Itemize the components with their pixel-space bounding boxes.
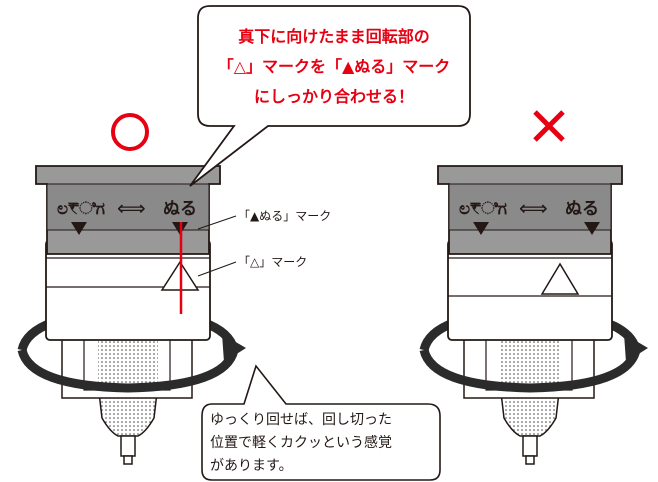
bottom-callout-line-1: ゆっくり回せば、回し切った: [210, 412, 392, 428]
right-filled-mark-icon: [584, 222, 600, 235]
right-rotation-arrowhead-icon: [624, 334, 648, 362]
left-rotation-arrow-front: [17, 348, 239, 393]
right-cap: [437, 165, 623, 255]
hollow-mark-label: 「△」マーク: [238, 255, 307, 269]
right-cap-label-right: ぬる: [565, 199, 599, 219]
right-hollow-mark-icon: [540, 262, 580, 295]
circle-correct-icon: [111, 113, 149, 151]
left-device: ಲ₹ಿಗ ⟺ ぬる 「▲ぬる」マーク 「△」マーク: [17, 113, 331, 465]
bottom-callout-line-2: 位置で軽くカクッという感覚: [210, 434, 392, 451]
top-callout-line-3: にしっかり合わせる！: [254, 87, 414, 106]
left-rotation-arrowhead-icon: [222, 334, 246, 362]
top-callout-line-2: 「△」マークを「▲ぬる」マーク: [218, 57, 451, 76]
right-device: ಲ₹ಿಗ ⟺ ぬる: [419, 110, 648, 465]
right-cap-label-left: ಲ₹ಿಗ: [459, 199, 507, 219]
left-cap-triangle-left-icon: [71, 222, 87, 235]
cross-wrong-icon: [533, 110, 565, 142]
filled-mark-leader: [197, 215, 237, 230]
filled-mark-label: 「▲ぬる」マーク: [238, 209, 331, 223]
right-rotation-arrow-front: [419, 348, 641, 393]
left-cap-label-right: ぬる: [163, 199, 197, 219]
right-cap-triangle-left-icon: [473, 222, 489, 235]
bottom-callout: ゆっくり回せば、回し切った 位置で軽くカクッという感覚 があります。: [201, 364, 441, 481]
left-cap-arrow: ⟺: [117, 196, 146, 220]
right-body: [447, 239, 613, 341]
left-cap-label-left: ಲ₹ಿಗ: [57, 199, 105, 219]
top-callout-line-1: 真下に向けたまま回転部の: [238, 27, 430, 46]
right-cap-arrow: ⟺: [519, 196, 548, 220]
top-callout: 真下に向けたまま回転部の 「△」マークを「▲ぬる」マーク にしっかり合わせる！: [189, 5, 471, 187]
hollow-mark-leader: [197, 261, 237, 277]
bottom-callout-line-3: があります。: [210, 458, 293, 474]
left-body: [45, 239, 211, 341]
